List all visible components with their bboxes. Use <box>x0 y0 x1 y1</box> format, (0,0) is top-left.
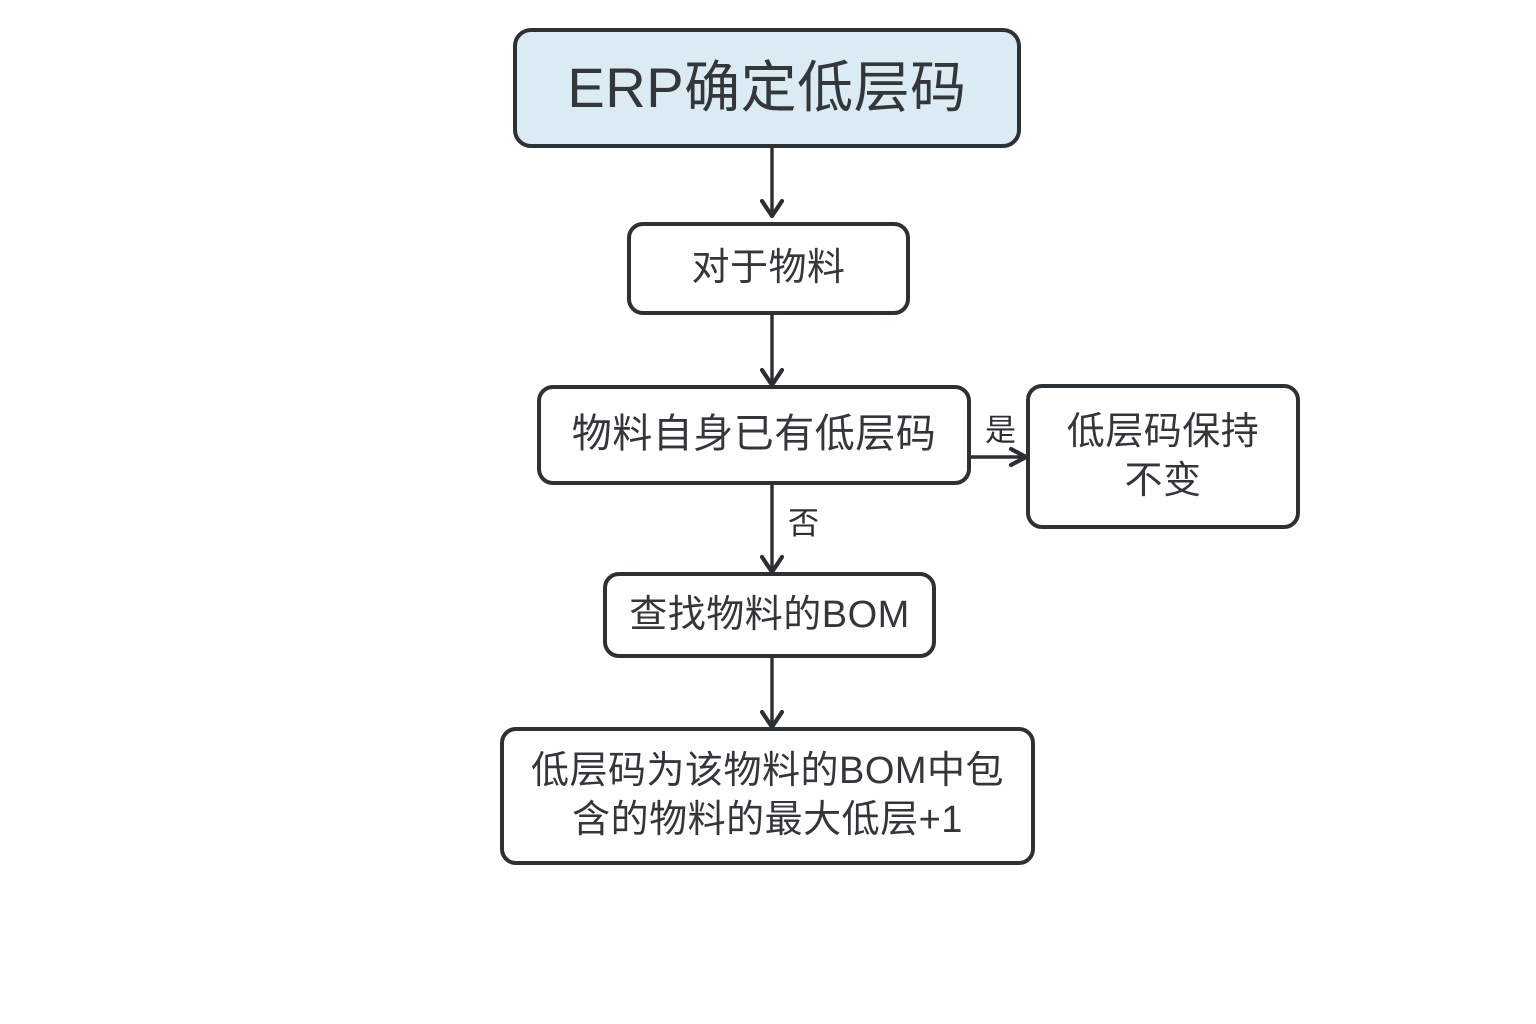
node-compute-low-level-code-label: 低层码为该物料的BOM中包 含的物料的最大低层+1 <box>530 750 1005 841</box>
node-compute-low-level-code[interactable]: 低层码为该物料的BOM中包 含的物料的最大低层+1 <box>500 727 1035 865</box>
node-keep-unchanged-label: 低层码保持 不变 <box>1066 410 1260 502</box>
node-for-material[interactable]: 对于物料 <box>627 222 910 315</box>
node-find-bom[interactable]: 查找物料的BOM <box>603 572 936 658</box>
node-for-material-label: 对于物料 <box>691 247 846 290</box>
node-has-low-level-code-label: 物料自身已有低层码 <box>571 412 937 457</box>
edge-decision-no-to-find-bom <box>759 485 785 575</box>
node-find-bom-label: 查找物料的BOM <box>629 593 910 636</box>
edge-for-material-to-decision <box>759 315 785 388</box>
node-has-low-level-code[interactable]: 物料自身已有低层码 <box>537 385 971 485</box>
edge-label-no: 否 <box>788 506 820 541</box>
edge-find-bom-to-compute <box>759 658 785 730</box>
node-start[interactable]: ERP确定低层码 <box>513 28 1021 148</box>
node-keep-unchanged[interactable]: 低层码保持 不变 <box>1026 384 1300 529</box>
edge-start-to-for-material <box>759 148 785 219</box>
node-start-label: ERP确定低层码 <box>567 56 967 120</box>
edge-decision-yes-to-keep-unchanged <box>971 446 1029 468</box>
edge-label-yes: 是 <box>985 413 1017 448</box>
